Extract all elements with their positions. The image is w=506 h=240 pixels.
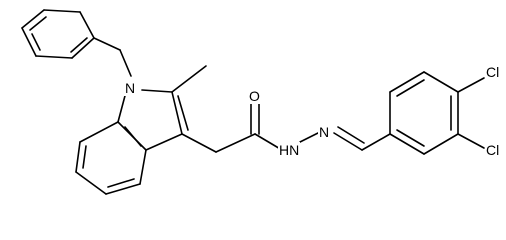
indole-benzo-ring [75, 121, 147, 195]
bond [423, 133, 459, 155]
bond [139, 149, 147, 185]
bond-c3-ch2 [181, 133, 217, 153]
bond [75, 171, 107, 195]
dichlorophenyl-ring [389, 71, 459, 155]
atom-label-n-imine: N [318, 124, 331, 140]
atom-label-cl-bottom: Cl [485, 142, 501, 158]
bond-methyl [171, 65, 207, 93]
bond [75, 141, 81, 173]
bond-inner [177, 95, 189, 131]
bond-ch-aryl [361, 133, 391, 151]
bond [141, 89, 173, 93]
bond [79, 121, 119, 143]
bond-carbonyl-nh [254, 133, 283, 151]
bond [21, 9, 45, 29]
bond-inner [396, 79, 425, 97]
indole-pyrrole-ring [117, 89, 189, 151]
bond-inner [29, 16, 47, 31]
bond-inner [396, 129, 425, 147]
bond-ch2-carbonyl [215, 133, 256, 153]
atom-label-o-carbonyl: O [248, 88, 261, 104]
bond [43, 9, 81, 13]
bond [389, 133, 425, 155]
bond-inner [70, 37, 88, 53]
bond-c-cl-bottom [457, 133, 485, 149]
bond-layer [21, 9, 485, 195]
bond-inner [107, 178, 135, 188]
bond-benzyl-ch2 [93, 37, 121, 51]
bond [105, 183, 141, 195]
bond [389, 71, 425, 93]
benzyl-phenyl-ring [21, 9, 95, 59]
bond [35, 55, 73, 59]
bond-n-ch [333, 132, 363, 151]
bond [117, 91, 127, 123]
atom-label-n-indole: N [124, 80, 137, 96]
bond-inner [31, 33, 41, 51]
bond-c-cl-top [457, 77, 485, 93]
bond-inner [124, 126, 142, 147]
bond [423, 71, 459, 93]
bond [21, 27, 37, 57]
bond-ch2-n [119, 49, 132, 77]
bond [145, 133, 183, 151]
atom-label-cl-top: Cl [485, 64, 501, 80]
bond-nh-n [299, 132, 319, 143]
structure-diagram: N O HN N Cl Cl [21, 9, 501, 195]
atom-label-nh-hydrazide: HN [278, 142, 301, 158]
bond-n-ch [337, 126, 365, 144]
bond-inner [82, 145, 87, 169]
bond [71, 37, 95, 59]
bond [79, 11, 95, 39]
bond [171, 91, 183, 135]
